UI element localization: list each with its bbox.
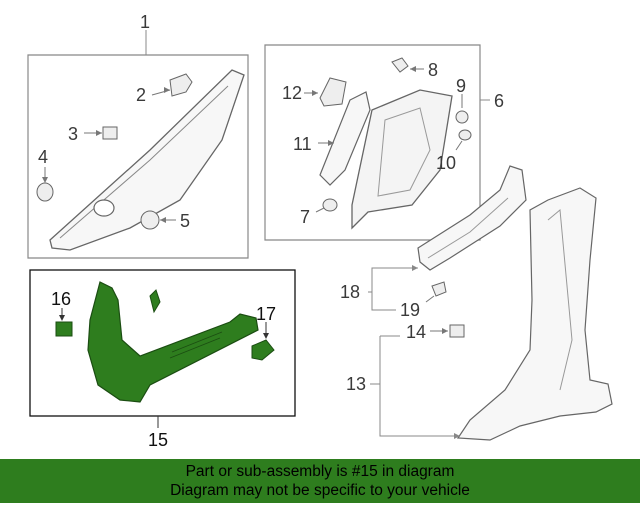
banner-line-1: Part or sub-assembly is #15 in diagram (185, 463, 455, 480)
part-4-plug (36, 182, 54, 202)
part-12-cover (319, 77, 347, 107)
callout-2: 2 (136, 85, 146, 105)
part-3-nut (102, 126, 118, 140)
callout-17: 17 (256, 304, 276, 324)
callout-10: 10 (436, 153, 456, 173)
callout-5: 5 (180, 211, 190, 231)
part-10-fastener (458, 129, 472, 141)
group-1-pillar-trim (27, 30, 249, 259)
part-15-sill-plate (87, 281, 259, 403)
right-pillar-assembly (368, 165, 613, 441)
callout-8: 8 (428, 60, 438, 80)
b-pillar-upper-trim-part (351, 89, 453, 230)
group-15-box (29, 269, 296, 417)
part-14-clip (449, 324, 465, 338)
group-15-sill-plate (29, 269, 296, 428)
callout-4: 4 (38, 147, 48, 167)
group-1-box (27, 54, 249, 259)
group-6-pillar-trim (264, 44, 490, 241)
callout-9: 9 (456, 76, 466, 96)
part-13-pillar-trim (456, 187, 613, 441)
part-7-screw (322, 198, 338, 212)
callout-15: 15 (148, 430, 168, 450)
callout-1: 1 (140, 12, 150, 32)
group-6-box (264, 44, 481, 241)
banner-line-2: Diagram may not be specific to your vehi… (170, 482, 470, 499)
part-11-trim (319, 91, 371, 186)
part-17-clip (251, 339, 275, 361)
callout-13: 13 (346, 374, 366, 394)
callout-16: 16 (51, 289, 71, 309)
part-2-clip (169, 73, 193, 97)
part-8-clip (391, 57, 409, 73)
callout-3: 3 (68, 124, 78, 144)
part-19-clip (431, 281, 447, 297)
part-5-grommet (140, 210, 160, 230)
part-18-trim (417, 165, 527, 271)
callout-11: 11 (293, 134, 312, 154)
part-16-clip (55, 321, 73, 337)
callout-12: 12 (282, 83, 302, 103)
part-info-banner: Part or sub-assembly is #15 in diagram D… (0, 459, 640, 503)
part-9-fastener (455, 110, 469, 124)
callout-7: 7 (300, 207, 310, 227)
callout-6: 6 (494, 91, 504, 111)
callout-19: 19 (400, 300, 420, 320)
part-15-small-piece (149, 289, 161, 314)
callout-18: 18 (340, 282, 360, 302)
callout-14: 14 (406, 322, 426, 342)
